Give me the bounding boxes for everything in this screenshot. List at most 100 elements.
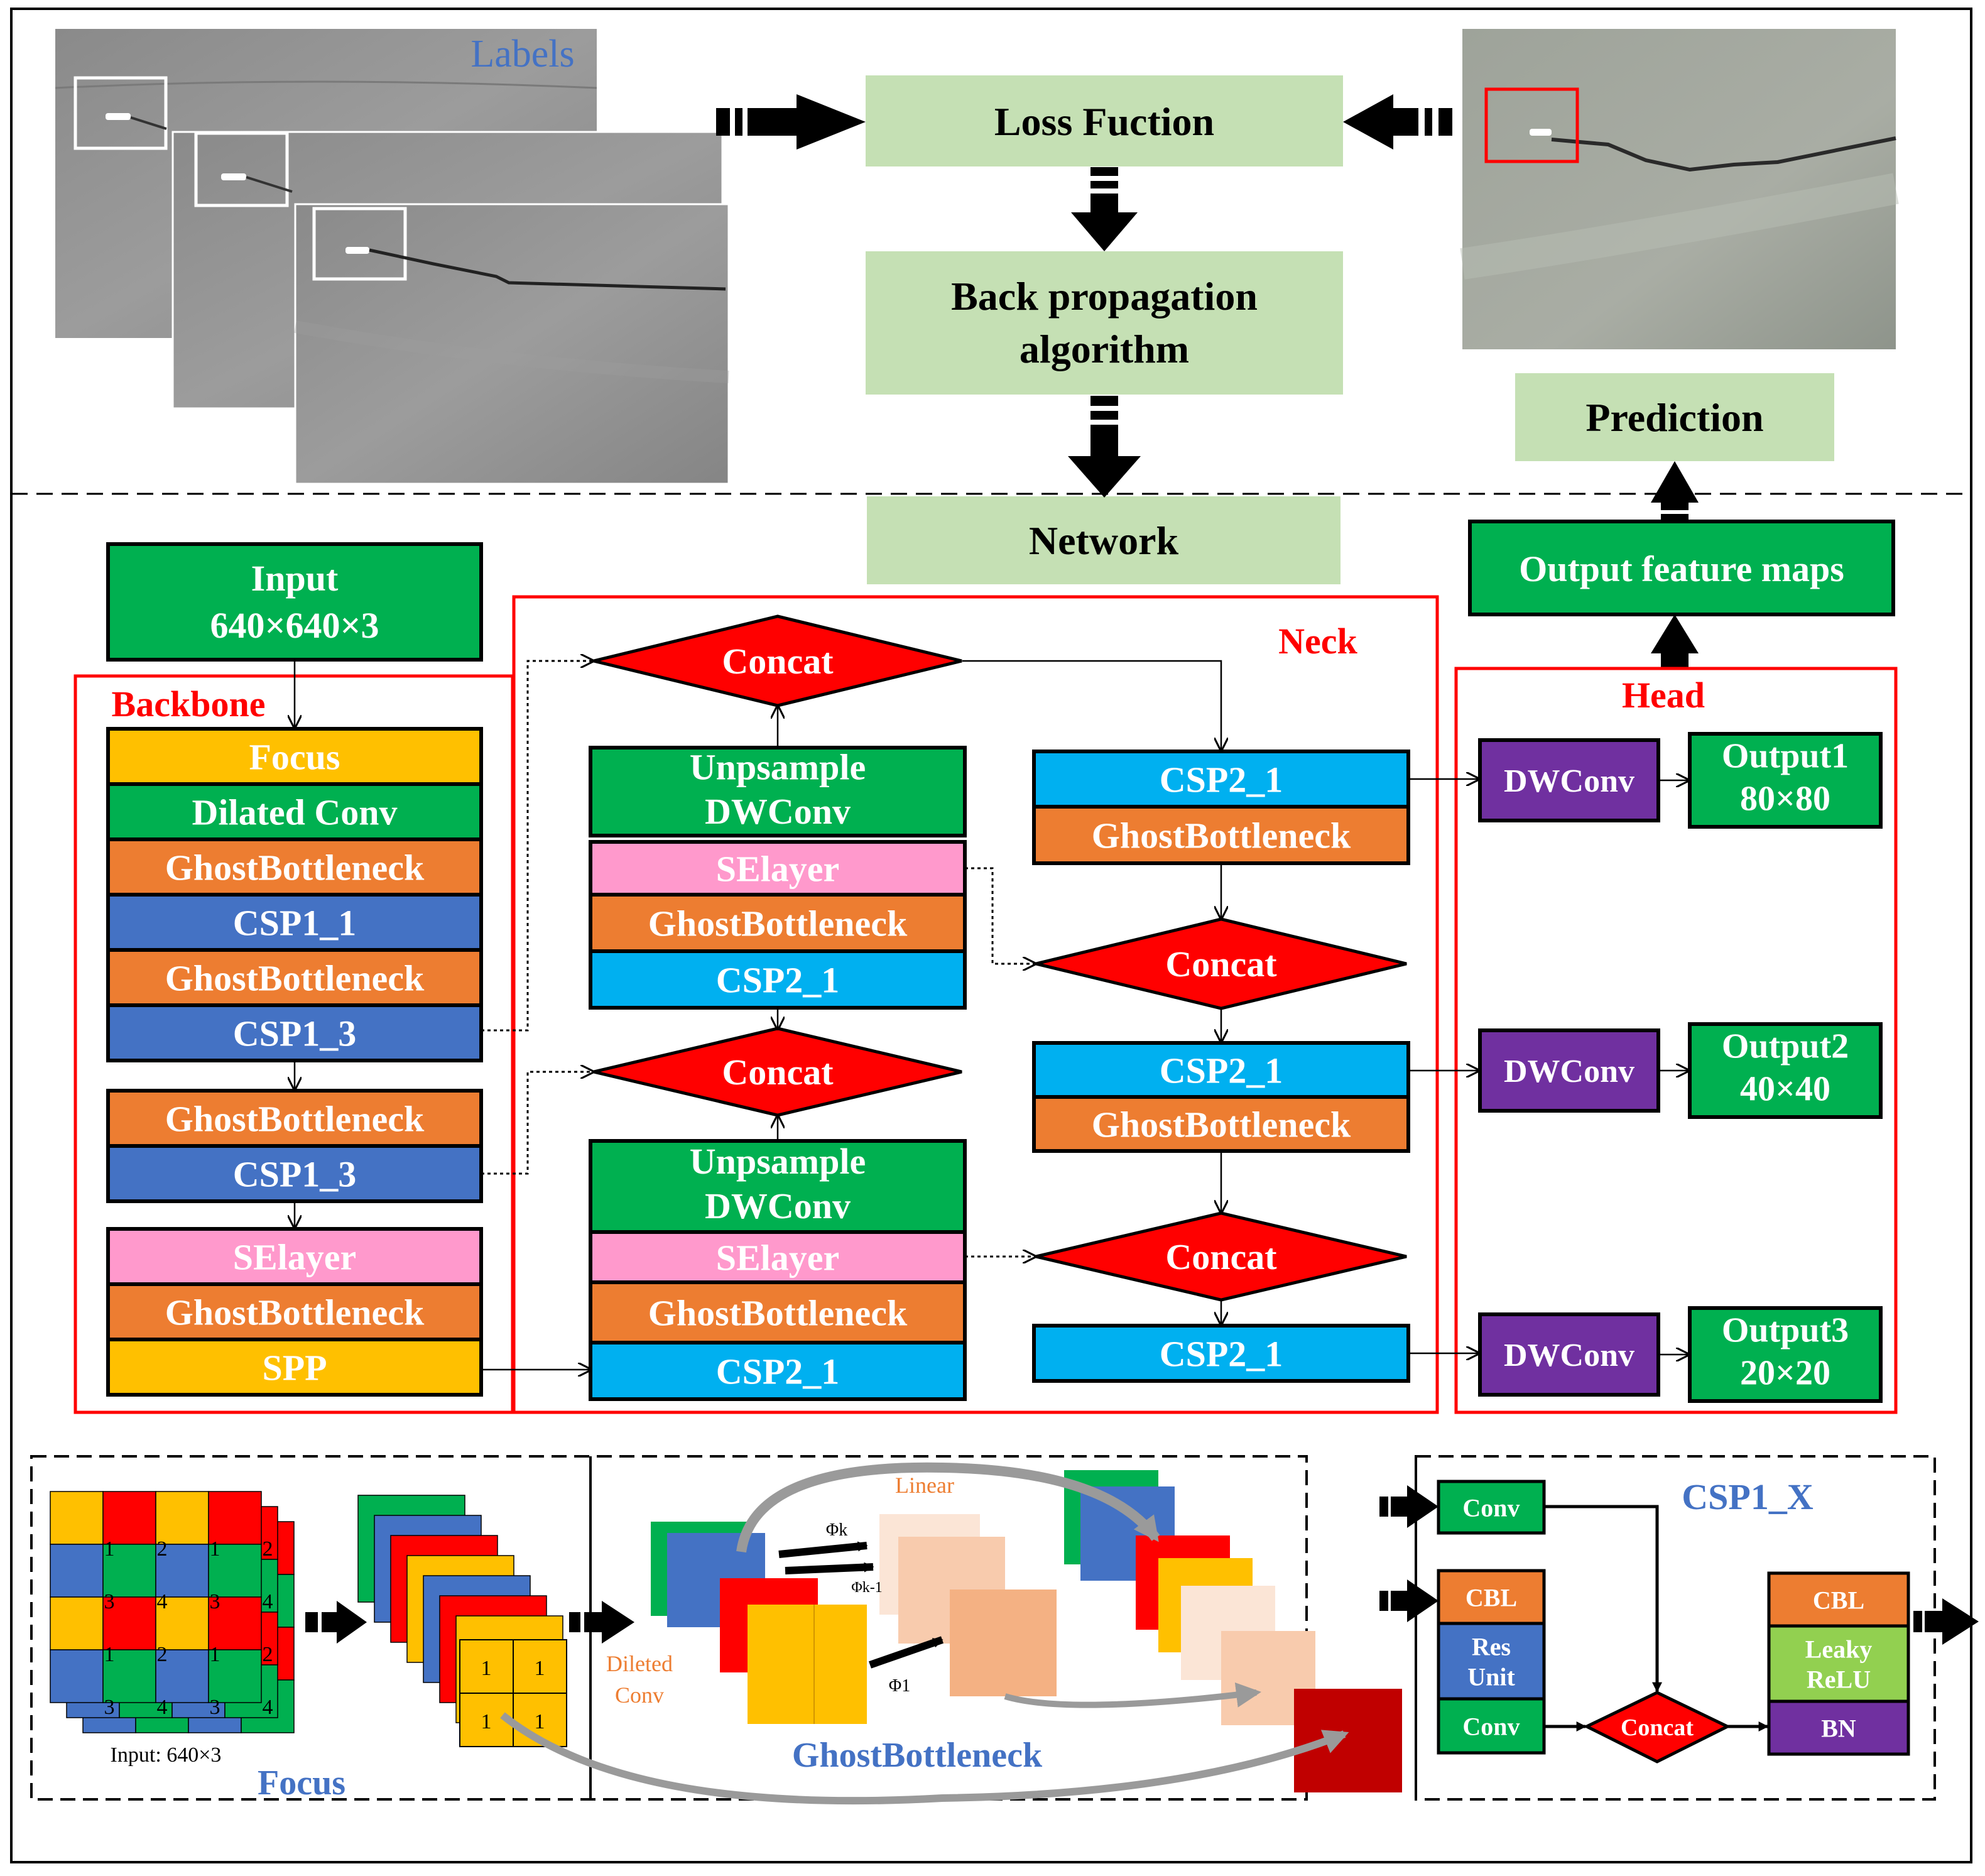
neck-title: Neck xyxy=(1278,621,1357,662)
input-caption: Input: 640×3 xyxy=(111,1743,222,1767)
backbone-g1-1-label: Dilated Conv xyxy=(192,792,397,832)
labels-caption: Labels xyxy=(470,33,574,75)
head-output-3-label-1: Output3 xyxy=(1722,1311,1849,1350)
neck-upper-upsample-label-1: Unpsample xyxy=(690,746,866,787)
focus-grid-cell xyxy=(50,1491,104,1545)
neck-upper-selayer-box xyxy=(589,840,967,897)
head-output-2-label-2: 40×40 xyxy=(1740,1070,1830,1109)
dotted-csp13-concat1 xyxy=(481,661,593,1032)
csp-right-cbl-box xyxy=(1767,1571,1910,1628)
focus-grid-number: 4 xyxy=(263,1696,273,1719)
focus-grid-cell xyxy=(50,1596,104,1650)
network-label: Network xyxy=(1029,518,1179,563)
head-dwconv-2-box xyxy=(1478,1028,1660,1113)
focus-grid-cell xyxy=(208,1649,262,1703)
focus-grid-cell xyxy=(155,1544,209,1598)
focus-title: Focus xyxy=(258,1764,345,1802)
backbone-g2-1-box xyxy=(106,1144,483,1203)
input-label: Input xyxy=(251,558,339,599)
backbone-g1-5-box xyxy=(106,1003,483,1062)
neck-lower-upsample-label-1: Unpsample xyxy=(690,1141,866,1182)
focus-grid-cell xyxy=(155,1649,209,1703)
csp-right-cbl-label: CBL xyxy=(1813,1586,1864,1614)
head-frame xyxy=(1454,667,1898,1414)
backbone-g3-2-label: SPP xyxy=(262,1347,327,1388)
focus-grid-number: 1 xyxy=(104,1537,115,1561)
head-output-3-box xyxy=(1688,1306,1883,1403)
focus-grid-cell xyxy=(102,1649,156,1703)
focus-grid-number: 2 xyxy=(263,1643,273,1666)
connector-arrows xyxy=(295,660,1689,1370)
backbone-title: Backbone xyxy=(112,684,266,724)
csp-bottom-conv-label: Conv xyxy=(1462,1712,1520,1740)
focus-small-number: 1 xyxy=(535,1657,545,1680)
csp-entry-head-2 xyxy=(1407,1579,1438,1622)
csp-concat-label: Concat xyxy=(1621,1715,1694,1741)
focus-grid-number: 3 xyxy=(210,1696,220,1719)
focus-grid-cell xyxy=(155,1491,209,1545)
focus-grid-cell xyxy=(208,1544,262,1598)
head-dwconv-1-label: DWConv xyxy=(1504,763,1634,799)
csp-entry-head-1 xyxy=(1407,1485,1438,1528)
focus-grid-number: 1 xyxy=(104,1643,115,1666)
head-output-2-label-1: Output2 xyxy=(1722,1027,1849,1066)
head-output-2-box xyxy=(1688,1022,1883,1119)
focus-small-number: 1 xyxy=(481,1657,492,1680)
focus-grid-number: 3 xyxy=(104,1590,115,1613)
head-dwconv-1-box xyxy=(1478,738,1660,822)
neck-upper-upsample-label-2: DWConv xyxy=(705,791,851,832)
csp-res-unit-label-2: Unit xyxy=(1467,1662,1515,1691)
backbone-g1-4-label: GhostBottleneck xyxy=(165,957,425,998)
backbone-g1-4-box xyxy=(106,948,483,1007)
neck-lower-csp-label: CSP2_1 xyxy=(716,1351,840,1392)
ghost-curve-bottom xyxy=(500,1712,1349,1805)
label-box-3 xyxy=(312,207,407,281)
csp-top-conv-label: Conv xyxy=(1462,1493,1520,1522)
prediction-label: Prediction xyxy=(1585,395,1763,440)
csp-title: CSP1_X xyxy=(1682,1476,1814,1517)
phi-1-label: Φ1 xyxy=(889,1676,910,1696)
csp-cbl-label: CBL xyxy=(1466,1583,1517,1612)
backbone-g1-5-label: CSP1_3 xyxy=(233,1013,357,1054)
neck-right-csp-2-label: CSP2_1 xyxy=(1160,1050,1283,1091)
focus-grid-number: 2 xyxy=(157,1643,168,1666)
neck-upper-csp-label: CSP2_1 xyxy=(716,959,840,1000)
csp-leaky-relu-label-2: ReLU xyxy=(1807,1665,1871,1693)
phi-k1-arrow xyxy=(785,1562,874,1574)
neck-concat-2-shape xyxy=(593,1027,962,1117)
csp-entry-seg xyxy=(1391,1497,1408,1517)
focus-small-number: 1 xyxy=(481,1710,492,1733)
focus-grid-number: 4 xyxy=(263,1590,273,1613)
focus-grid-cell xyxy=(50,1649,104,1703)
ghost-arrow-seg xyxy=(569,1612,580,1632)
neck-upper-selayer-label: SElayer xyxy=(716,848,840,889)
csp-res-unit-label-1: Res xyxy=(1472,1632,1511,1661)
network-box xyxy=(867,496,1341,584)
backbone-g3-0-label: SElayer xyxy=(233,1236,357,1277)
linear-label: Linear xyxy=(895,1473,954,1498)
neck-concat-3-shape xyxy=(1035,917,1407,1010)
backprop-box xyxy=(866,251,1343,395)
output-feature-maps-box xyxy=(1468,520,1895,616)
neck-concat-1-shape xyxy=(593,614,962,707)
backbone-g3-2-box xyxy=(106,1338,483,1397)
backbone-g2-1-label: CSP1_3 xyxy=(233,1153,357,1194)
backbone-g1-2-box xyxy=(106,837,483,897)
prediction-box-label-bg xyxy=(1515,373,1834,461)
focus-grid-number: 1 xyxy=(210,1537,220,1561)
focus-grid-cell xyxy=(208,1491,262,1545)
focus-grid-cell xyxy=(102,1544,156,1598)
ghost-curve-mid xyxy=(1004,1682,1261,1708)
focus-grid-number: 4 xyxy=(157,1590,168,1613)
focus-arrow-seg xyxy=(305,1612,318,1632)
outer-frame xyxy=(10,8,1972,1863)
neck-right-ghost-1-box xyxy=(1032,805,1410,865)
backprop-label-1: Back propagation xyxy=(951,274,1258,319)
focus-grid-cell xyxy=(208,1596,262,1650)
csp-bn-box xyxy=(1767,1699,1910,1756)
focus-grid-number: 3 xyxy=(104,1696,115,1719)
csp-bn-label: BN xyxy=(1821,1714,1856,1742)
neck-concat-2-label: Concat xyxy=(722,1052,834,1093)
dotted-csp13b-concat2 xyxy=(481,1072,593,1175)
